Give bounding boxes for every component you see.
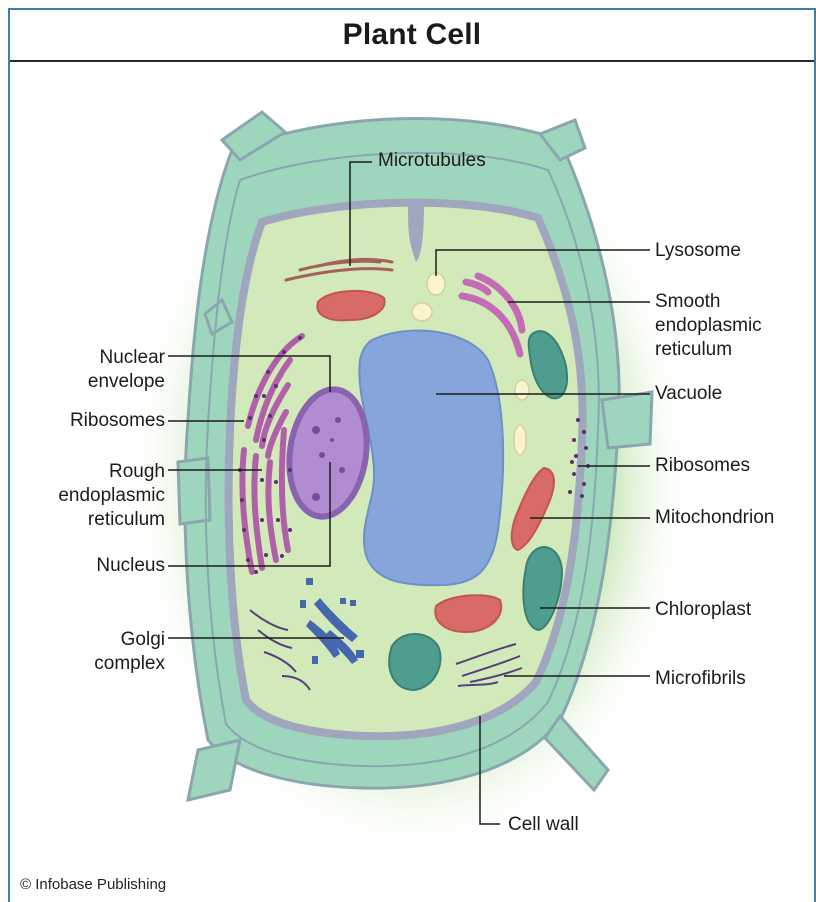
label-smooth-er: Smooth endoplasmic reticulum <box>655 290 762 362</box>
label-nucleus: Nucleus <box>96 554 165 578</box>
label-vacuole: Vacuole <box>655 382 722 406</box>
vacuole <box>359 330 503 585</box>
label-chloroplast: Chloroplast <box>655 598 751 622</box>
label-mitochondrion: Mitochondrion <box>655 506 774 530</box>
label-lysosome: Lysosome <box>655 239 741 263</box>
label-cell-wall: Cell wall <box>508 813 579 837</box>
copyright-notice: © Infobase Publishing <box>20 876 166 893</box>
label-microfibrils: Microfibrils <box>655 667 746 691</box>
label-ribosomes-right: Ribosomes <box>655 454 750 478</box>
label-rough-er: Rough endoplasmic reticulum <box>58 460 165 532</box>
label-nuclear-envelope: Nuclear envelope <box>88 346 165 394</box>
label-golgi: Golgi complex <box>94 628 165 676</box>
label-ribosomes-left: Ribosomes <box>70 409 165 433</box>
label-microtubules: Microtubules <box>378 149 486 173</box>
